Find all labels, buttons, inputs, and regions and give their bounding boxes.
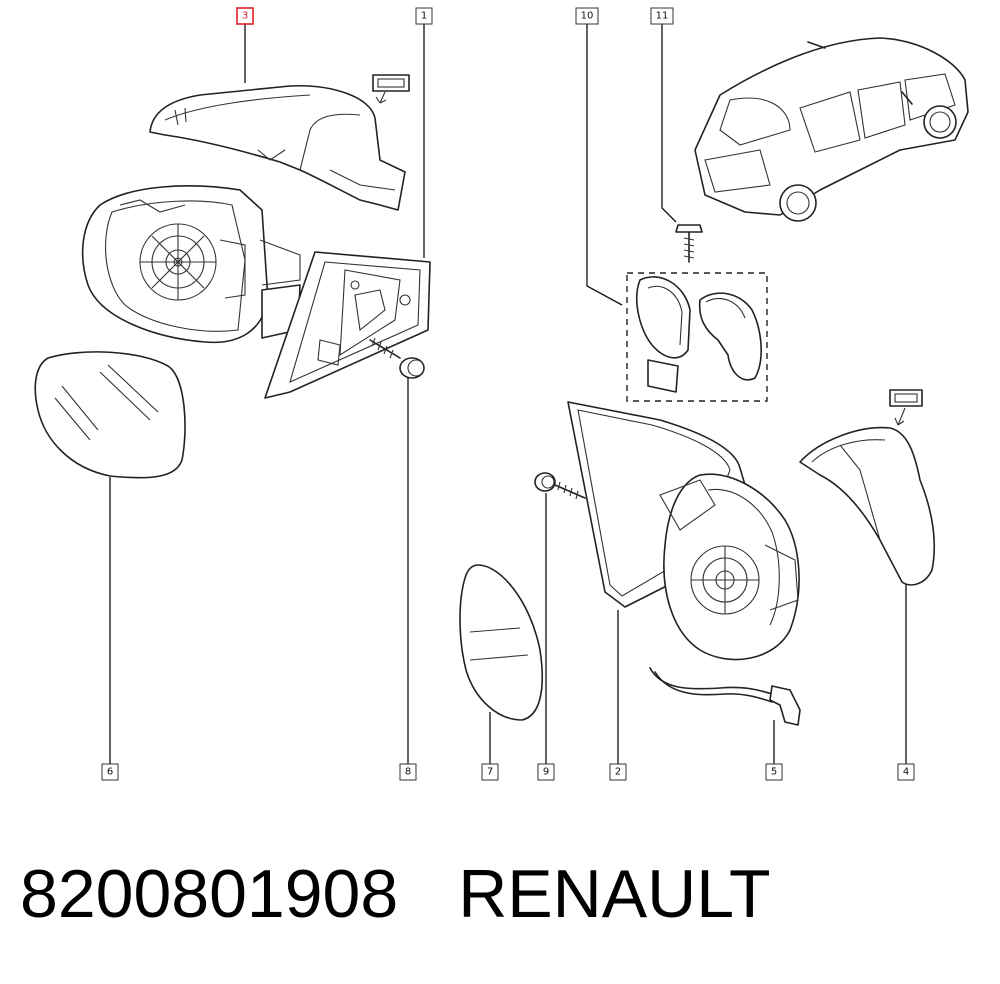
svg-text:9: 9 xyxy=(543,767,549,778)
callout-4: 4 xyxy=(897,763,915,781)
callout-8: 8 xyxy=(399,763,417,781)
svg-text:3: 3 xyxy=(242,11,248,22)
part-mirror-housing-left xyxy=(81,185,301,344)
callout-6: 6 xyxy=(101,763,119,781)
part-1-base-plate xyxy=(264,251,431,399)
part-5-wiring xyxy=(649,667,801,726)
part-mirror-housing-right xyxy=(659,473,800,661)
callout-3: 3 xyxy=(236,7,254,25)
clip-label-icon xyxy=(889,389,923,426)
callout-5: 5 xyxy=(765,763,783,781)
callout-9: 9 xyxy=(537,763,555,781)
brand-name: RENAULT xyxy=(458,856,771,932)
svg-text:7: 7 xyxy=(487,767,493,778)
clip-label-icon xyxy=(372,74,410,104)
callout-10: 10 xyxy=(575,7,599,25)
svg-text:4: 4 xyxy=(903,767,909,778)
svg-text:10: 10 xyxy=(581,11,594,22)
part-6-mirror-glass xyxy=(34,351,186,479)
svg-text:1: 1 xyxy=(421,11,427,22)
svg-text:2: 2 xyxy=(615,767,621,778)
part-4-mirror-cover xyxy=(799,426,936,586)
part-9-screw xyxy=(534,472,586,500)
part-11-screw xyxy=(675,224,703,263)
svg-text:11: 11 xyxy=(656,11,669,22)
part-7-mirror-glass xyxy=(459,564,543,721)
callout-7: 7 xyxy=(481,763,499,781)
car-illustration xyxy=(694,37,969,222)
callout-2: 2 xyxy=(609,763,627,781)
svg-text:5: 5 xyxy=(771,767,777,778)
callout-1: 1 xyxy=(415,7,433,25)
part-10-cover-kit xyxy=(626,272,768,402)
part-number: 8200801908 xyxy=(20,856,399,932)
svg-text:8: 8 xyxy=(405,767,411,778)
footer-caption: 8200801908 RENAULT xyxy=(20,855,771,933)
leader-lines xyxy=(109,24,907,764)
part-3-mirror-cover xyxy=(149,84,406,211)
callout-11: 11 xyxy=(650,7,674,25)
svg-text:6: 6 xyxy=(107,767,113,778)
part-8-screw xyxy=(369,337,425,379)
